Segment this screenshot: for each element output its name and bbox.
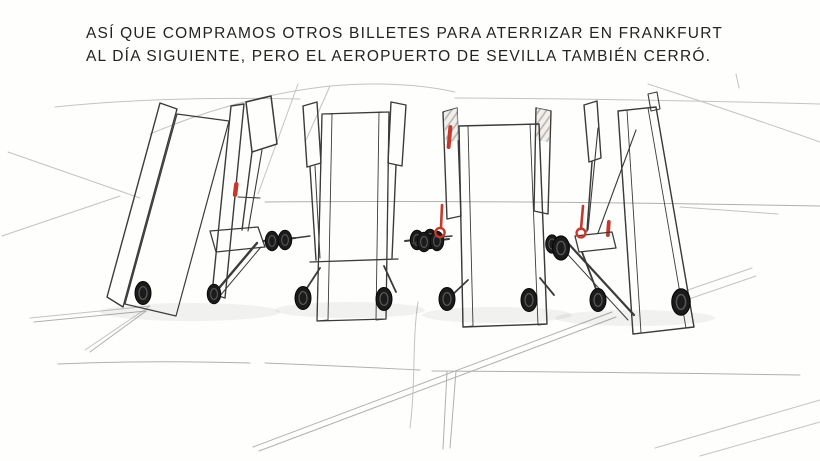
chassis-bed (209, 226, 266, 253)
chassis-arm (539, 277, 555, 296)
ground-shadow (100, 303, 280, 321)
panel-post (241, 151, 253, 231)
wheel (134, 280, 152, 306)
wheel (277, 229, 293, 251)
red-mark (232, 181, 239, 197)
stair-flight (124, 113, 230, 317)
support-brace (597, 129, 637, 234)
right-stringer (647, 106, 695, 329)
right-rail (391, 164, 397, 259)
wheel (264, 230, 280, 252)
boarding-stairs-3 (412, 107, 572, 328)
chassis-beam (564, 239, 636, 317)
mast (586, 161, 593, 232)
red-tow-handle-ring (575, 227, 587, 239)
boarding-stairs-4 (545, 91, 715, 335)
top-panel (245, 95, 278, 153)
wheel (671, 288, 691, 316)
wheel (589, 287, 607, 313)
left-stringer (617, 109, 642, 335)
tow-bar (294, 235, 311, 239)
red-tow-handle-ring (434, 226, 446, 239)
base-bar (309, 258, 399, 263)
right-post-panel (387, 101, 407, 167)
wheel (520, 287, 538, 313)
ground-shadow (555, 310, 715, 326)
red-tow-handle-icon (439, 203, 444, 230)
right-stringer (375, 111, 390, 321)
wheel (375, 286, 393, 312)
ground-shadow (422, 307, 572, 323)
caption-line-2: AL DÍA SIGUIENTE, PERO EL AEROPUERTO DE … (86, 48, 712, 65)
left-post-panel (302, 101, 322, 168)
chassis-arm (304, 267, 321, 292)
far-handrail (106, 102, 178, 308)
chassis-beam (212, 241, 259, 296)
right-stringer (529, 123, 548, 326)
wheel (294, 285, 312, 311)
left-stringer (316, 113, 333, 322)
caption-line-1: ASÍ QUE COMPRAMOS OTROS BILLETES PARA AT… (86, 25, 723, 42)
boarding-stairs-1 (100, 95, 311, 321)
wheel (416, 231, 432, 253)
red-mark (606, 220, 611, 238)
boarding-stairs-2 (275, 101, 453, 322)
caption: ASÍ QUE COMPRAMOS OTROS BILLETES PARA AT… (86, 22, 723, 68)
right-post (533, 107, 552, 215)
top-tab (647, 91, 661, 112)
wheel (438, 286, 456, 312)
chassis-arm (383, 265, 397, 293)
left-rail (309, 166, 317, 261)
wheel (551, 235, 571, 261)
red-mark (446, 125, 453, 150)
mast-panel (583, 100, 602, 163)
chassis-arm (581, 251, 597, 290)
left-stringer (458, 125, 474, 328)
red-tow-handle-icon (579, 204, 585, 231)
near-handrail (211, 103, 245, 299)
chassis-bed (574, 231, 617, 253)
tarmac-markings (1, 73, 820, 457)
wheel (206, 283, 222, 305)
